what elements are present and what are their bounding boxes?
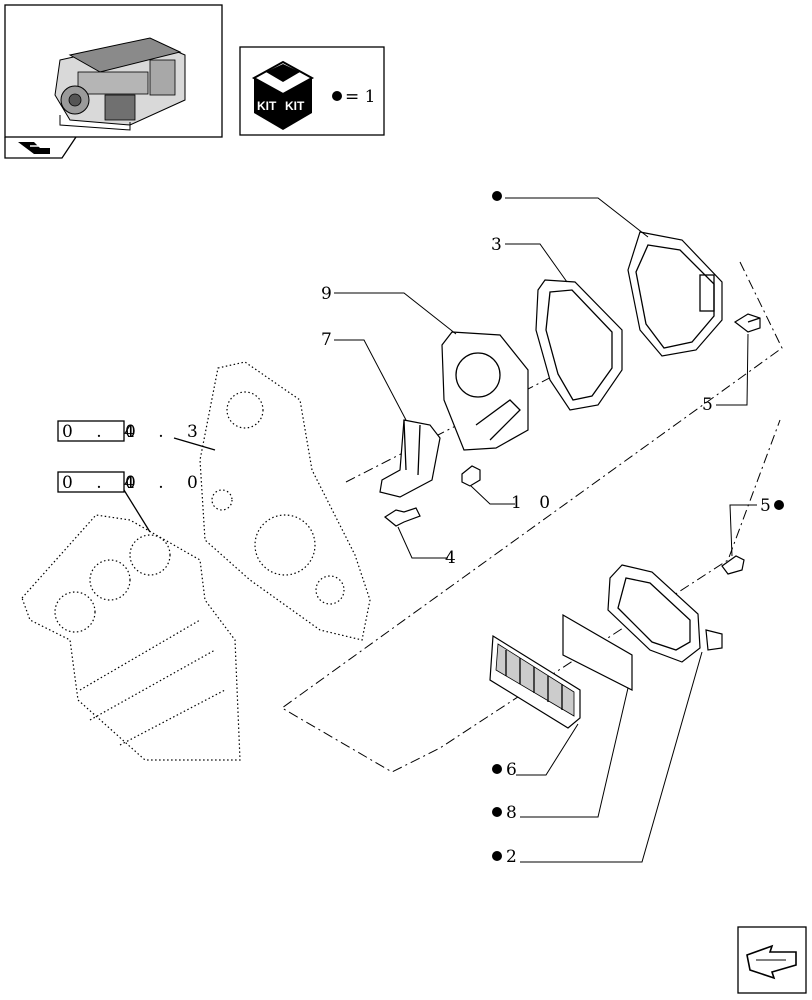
gasket-sheet-part-8	[562, 613, 633, 691]
reference-box-1-rest: 4 . 3	[124, 422, 207, 442]
part-label-8: 8	[506, 803, 517, 823]
timing-housing-part	[199, 361, 371, 641]
kit-bullet-icon	[492, 851, 502, 861]
part-label-6: 6	[506, 760, 517, 780]
gasket-part-3	[535, 279, 623, 411]
nav-arrow-icon	[18, 142, 50, 154]
next-page-arrow-button[interactable]	[737, 926, 807, 994]
assembly-axis-line	[281, 261, 783, 773]
kit-legend: KIT KIT = 1	[239, 46, 385, 136]
bracket-part-7	[379, 419, 441, 498]
part-label-10: 1 0	[511, 493, 556, 513]
part-label-3: 3	[491, 235, 502, 255]
part-label-4: 4	[445, 548, 456, 568]
screw-part-5-bottom	[721, 555, 745, 575]
engine-block-part	[21, 514, 241, 761]
leader-lines	[334, 197, 757, 863]
next-page-arrow-icon	[746, 944, 797, 980]
top-cover-part	[627, 231, 723, 357]
kit-bullet-icon	[492, 807, 502, 817]
bushing-part-10	[461, 465, 481, 487]
kit-bullet-icon	[492, 764, 502, 774]
engine-thumbnail	[4, 4, 223, 159]
kit-bullet-icon	[492, 191, 502, 201]
kit-word-left: KIT	[257, 99, 277, 113]
reference-box-2-rest: 4 . 0	[124, 473, 207, 493]
reference-box-2-boxed: 0 . 0	[62, 473, 145, 493]
part-label-9: 9	[321, 284, 332, 304]
reference-box-2[interactable]: 0 . 0 4 . 0	[57, 471, 207, 533]
cover-part-9	[441, 331, 529, 451]
part-label-5-top: 5	[702, 395, 713, 415]
kit-bullet-icon	[332, 91, 342, 101]
kit-word-right: KIT	[285, 99, 305, 113]
screw-part-5-top	[733, 313, 761, 333]
breather-cover-part-2	[607, 564, 723, 663]
kit-bullet-icon	[774, 500, 784, 510]
part-label-5-bottom: 5	[760, 496, 771, 516]
filter-part-6	[489, 634, 581, 729]
reference-box-1-boxed: 0 . 0	[62, 422, 145, 442]
part-label-7: 7	[321, 330, 332, 350]
reference-box-1[interactable]: 0 . 0 4 . 3	[57, 420, 216, 451]
engine-icon	[54, 37, 186, 131]
kit-equals-label: = 1	[345, 87, 375, 107]
screw-part-4	[383, 507, 421, 527]
kit-box-icon: KIT KIT	[251, 60, 315, 130]
part-label-2: 2	[506, 847, 517, 867]
